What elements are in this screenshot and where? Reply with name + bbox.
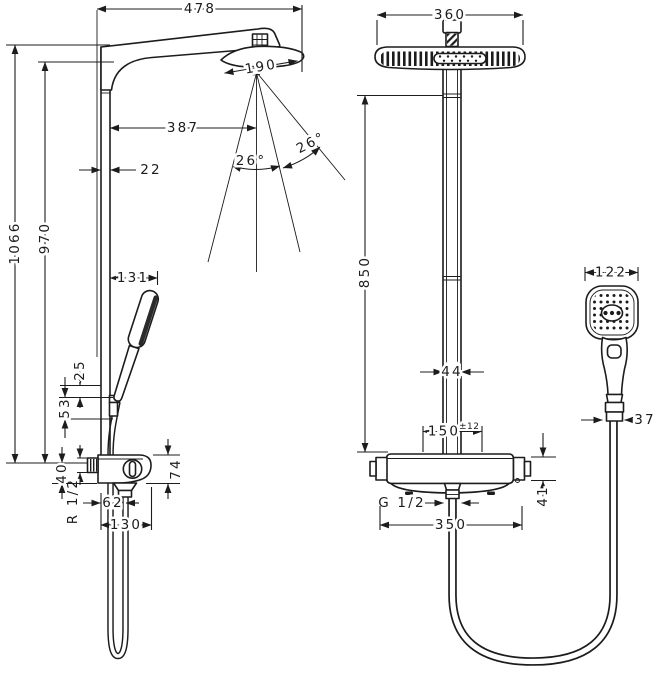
- dim-outlet-offset-label: 62: [102, 495, 124, 511]
- dim-handshower-width-label: 122: [595, 265, 627, 281]
- shower-column: [442, 68, 462, 455]
- left-view: 478 1066 970 190 387 22 26°: [5, 0, 346, 660]
- right-dimensions: 360 850 44 150 ±12 122 37 G 1/2: [355, 5, 657, 536]
- dim-total-width-label: 478: [184, 1, 216, 17]
- thermostat-front: [369, 453, 532, 500]
- dim-spray-angle-left-label: 26°: [236, 153, 267, 169]
- dim-supply-tolerance-label: ±12: [459, 422, 480, 432]
- dim-column-width-label: 44: [441, 364, 463, 380]
- dim-head-width-label: 360: [434, 7, 466, 23]
- right-view: 360 850 44 150 ±12 122 37 G 1/2: [355, 5, 657, 666]
- hand-shower-front: [585, 285, 639, 422]
- dim-height-total-label: 1066: [7, 221, 23, 264]
- dim-handshower-projection-label: 131: [117, 270, 149, 286]
- spray-cone: [207, 73, 346, 272]
- dim-valve-depth-label: 130: [110, 517, 142, 533]
- dim-outlet-thread-label: G 1/2: [378, 495, 425, 511]
- dim-bar-offset-label: 22: [140, 162, 162, 178]
- dim-arm-projection-label: 387: [167, 120, 199, 136]
- dim-height-bar-label: 970: [37, 222, 53, 254]
- dim-valve-height-label: 74: [168, 458, 184, 480]
- dim-valve-width-label: 350: [435, 517, 467, 533]
- overhead-shower-front: [374, 19, 526, 71]
- hand-shower-hose-front: [448, 421, 618, 666]
- thermostat-side: [86, 454, 152, 498]
- dim-inlet-thread-label: R 1/2: [65, 478, 81, 524]
- dim-column-length-label: 850: [357, 256, 373, 288]
- dim-holder-top-offset-label: 25: [72, 359, 88, 381]
- dim-connector-height-label: 41: [535, 485, 551, 507]
- hand-shower-side: [113, 289, 160, 402]
- left-dimensions: 478 1066 970 190 387 22 26°: [5, 0, 331, 536]
- dim-holder-length-label: 53: [57, 397, 73, 419]
- wall-bar: [96, 10, 111, 456]
- dim-hose-nut-width-label: 37: [634, 412, 656, 428]
- dim-supply-spacing-label: 150: [428, 424, 460, 440]
- dim-valve-below-axis-label: 40: [54, 462, 70, 484]
